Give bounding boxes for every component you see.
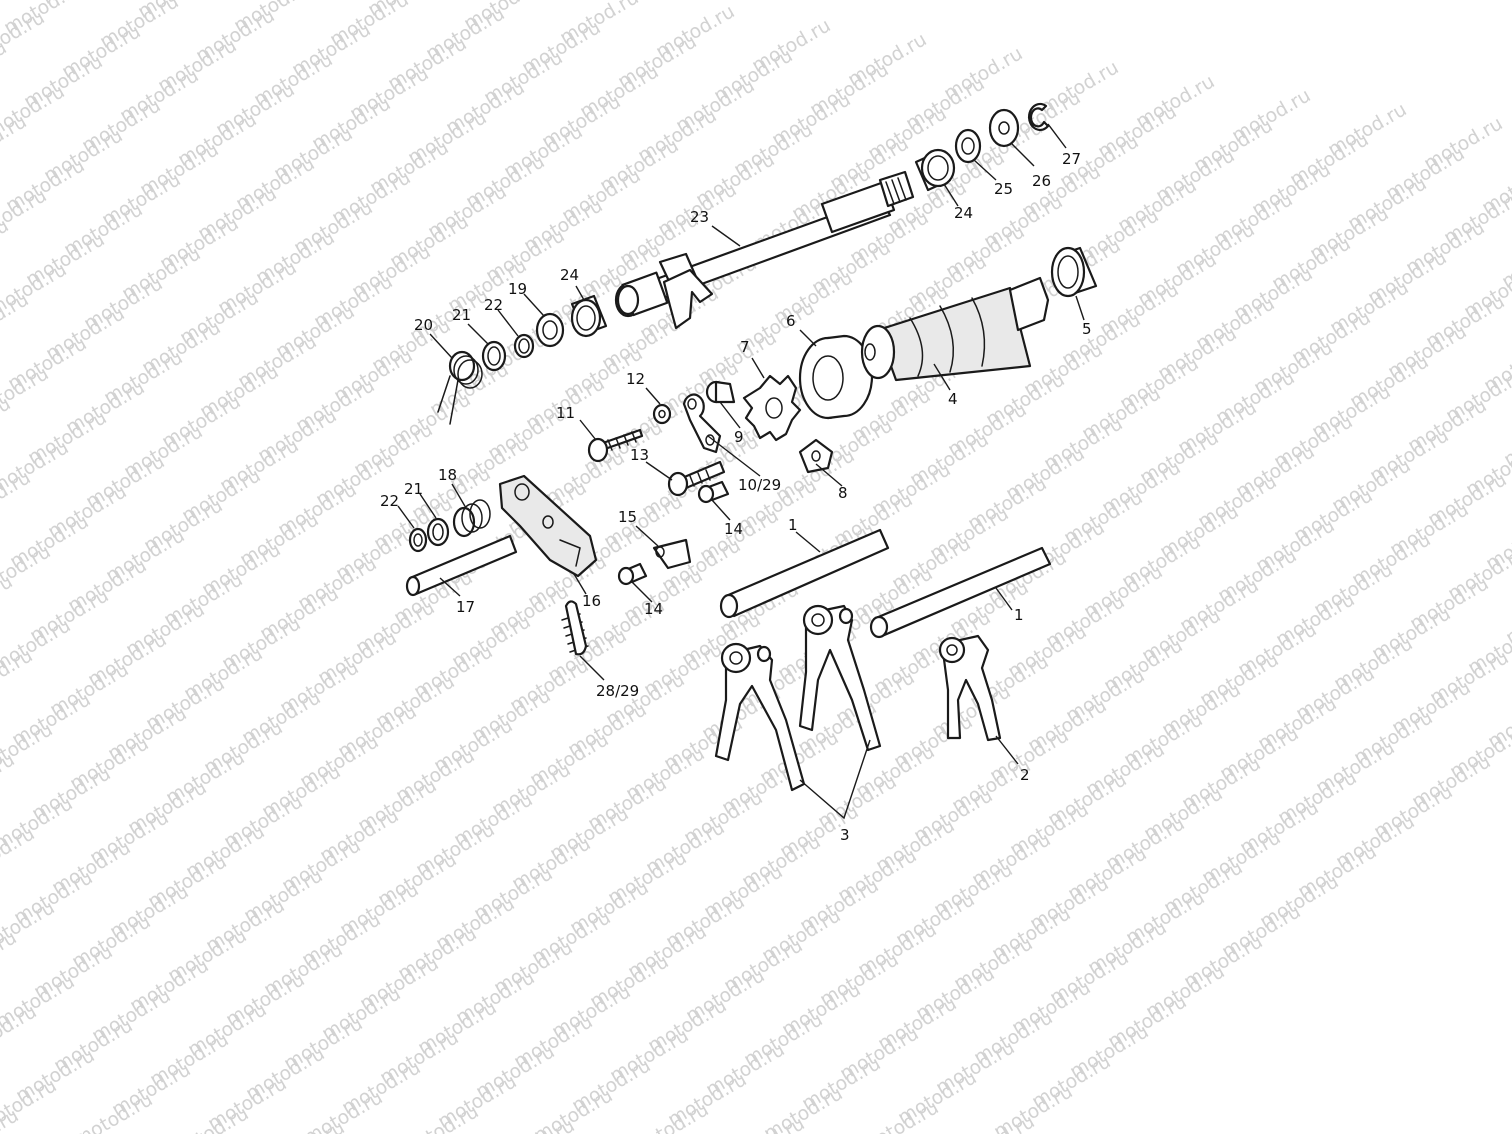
part-16-selector-plate: [498, 474, 598, 578]
callout-27: 27: [1062, 150, 1081, 168]
part-15-stop-plate: [652, 538, 692, 570]
part-5-bearing: [1050, 246, 1098, 298]
part-14-screw-lower: [617, 562, 648, 586]
part-11-bolt: [587, 428, 644, 463]
callout-16: 16: [582, 592, 601, 610]
part-21-ring-lower: [426, 517, 450, 547]
callout-3: 3: [840, 826, 850, 844]
part-24-needle-bearing-upper: [914, 148, 956, 192]
part-20-torsion-spring: [437, 350, 483, 425]
callout-22-lower: 22: [380, 492, 399, 510]
callout-26: 26: [1032, 172, 1051, 190]
callout-17: 17: [456, 598, 475, 616]
part-19-washer: [535, 312, 565, 348]
callout-13: 13: [630, 446, 649, 464]
part-25-seal: [954, 128, 982, 164]
callout-15: 15: [618, 508, 637, 526]
callout-20: 20: [414, 316, 433, 334]
part-22-circlip-upper: [513, 333, 535, 359]
part-3-shift-fork-left: [714, 642, 806, 792]
callout-10-29: 10/29: [738, 476, 781, 494]
part-22-circlip-lower: [408, 527, 428, 553]
callout-5: 5: [1082, 320, 1092, 338]
callout-25: 25: [994, 180, 1013, 198]
part-9-bushing: [705, 380, 736, 404]
callout-18: 18: [438, 466, 457, 484]
part-18-spring: [452, 499, 491, 538]
callout-22-upper: 22: [484, 296, 503, 314]
part-26-washer: [988, 108, 1020, 148]
part-24-needle-bearing-left: [570, 294, 608, 338]
part-21-ring-upper: [481, 340, 507, 372]
callout-24-upper: 24: [954, 204, 973, 222]
callout-14-upper: 14: [724, 520, 743, 538]
part-17-pin: [405, 534, 518, 597]
part-1-fork-rod-left: [719, 528, 890, 619]
callout-19: 19: [508, 280, 527, 298]
part-8-block: [798, 438, 834, 474]
callout-11: 11: [556, 404, 575, 422]
part-12-washer: [652, 403, 672, 425]
callout-14-lower: 14: [644, 600, 663, 618]
part-13-bolt: [667, 460, 726, 497]
callout-24-left: 24: [560, 266, 579, 284]
part-2-shift-fork: [938, 634, 1002, 742]
part-23-shift-shaft: [614, 170, 915, 330]
callout-7: 7: [740, 338, 750, 356]
part-7-detent-cam: [742, 374, 802, 442]
callout-1-left: 1: [788, 516, 798, 534]
part-3-shift-fork-right: [798, 604, 882, 752]
callout-28-29: 28/29: [596, 682, 639, 700]
part-6-ball-bearing: [798, 334, 874, 420]
callout-12: 12: [626, 370, 645, 388]
part-4-shift-drum: [860, 276, 1050, 382]
callout-21-lower: 21: [404, 480, 423, 498]
callout-21-upper: 21: [452, 306, 471, 324]
part-28-tension-spring: [561, 600, 589, 656]
callout-labels: 23 24 25 26 27 24 19 22 21 20 6 7 4 5 12…: [380, 150, 1092, 844]
part-14-screw-upper: [697, 480, 730, 504]
callout-6: 6: [786, 312, 796, 330]
leader-lines: [397, 123, 1085, 820]
part-1-fork-rod-right: [869, 546, 1052, 639]
callout-23: 23: [690, 208, 709, 226]
part-27-circlip: [1028, 102, 1050, 132]
callout-4: 4: [948, 390, 958, 408]
callout-8: 8: [838, 484, 848, 502]
callout-2: 2: [1020, 766, 1030, 784]
callout-9: 9: [734, 428, 744, 446]
callout-1-right: 1: [1014, 606, 1024, 624]
part-10-detent-lever: [682, 393, 722, 454]
